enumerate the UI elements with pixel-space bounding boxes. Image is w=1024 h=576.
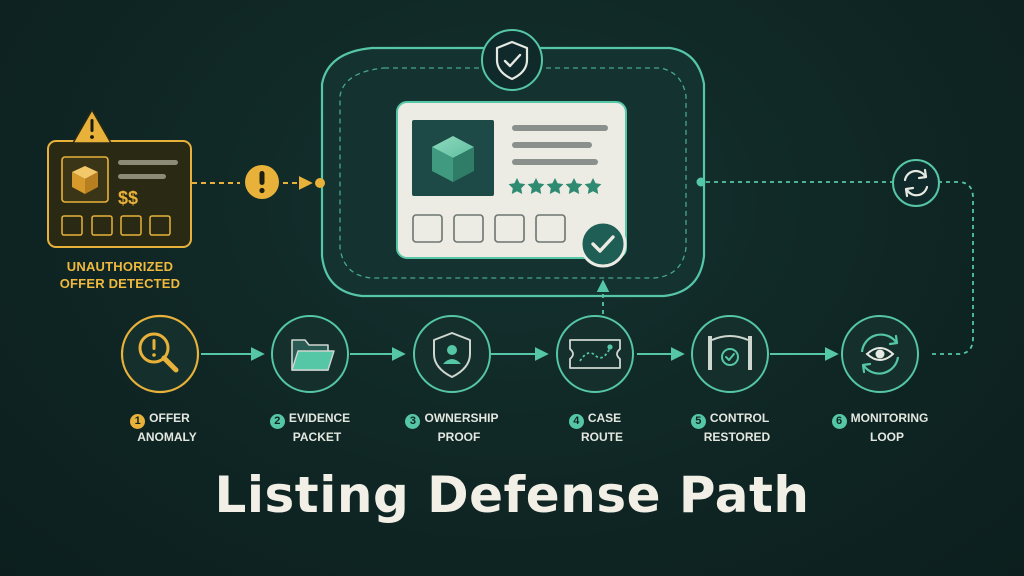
folder-icon <box>291 339 335 371</box>
step-number-badge: 2 <box>269 414 285 429</box>
gate-check-icon <box>708 335 752 370</box>
step-3-circle <box>413 315 491 393</box>
step-label-line1: OFFER <box>149 411 190 425</box>
step-5-circle <box>691 315 769 393</box>
eye-cycle-icon <box>860 333 900 375</box>
exclamation-alert-icon <box>245 165 279 199</box>
unauthorized-offer-card: $$ <box>47 140 192 248</box>
alert-label-line1: UNAUTHORIZED <box>66 259 174 274</box>
page-title: Listing Defense Path <box>214 466 810 524</box>
route-ticket-icon <box>569 339 621 369</box>
step-label-line2: PACKET <box>292 430 342 444</box>
step-label-line1: MONITORING <box>850 411 929 425</box>
step-number-badge: 1 <box>130 414 146 429</box>
step-label-line2: RESTORED <box>703 430 771 444</box>
step-label-line1: OWNERSHIP <box>424 411 499 425</box>
warning-triangle-icon <box>72 109 112 144</box>
unauthorized-offer-label: UNAUTHORIZED OFFER DETECTED <box>40 258 200 292</box>
step-2-circle <box>271 315 349 393</box>
shield-user-icon <box>433 332 471 378</box>
step-4-circle <box>556 315 634 393</box>
step-number-badge: 4 <box>568 414 584 429</box>
shield-check-icon <box>481 29 543 91</box>
magnifier-alert-icon <box>138 332 179 373</box>
step-label-line2: PROOF <box>437 430 481 444</box>
step-label-line2: ROUTE <box>581 430 623 444</box>
step-label-line1: CONTROL <box>709 411 770 425</box>
step-number-badge: 3 <box>405 414 421 429</box>
step-number-badge: 6 <box>831 414 847 429</box>
step-label-line1: CASE <box>587 411 622 425</box>
step-1-circle <box>120 314 200 394</box>
alert-label-line2: OFFER DETECTED <box>59 276 181 291</box>
product-cube-icon <box>72 166 98 194</box>
refresh-cycle-icon <box>892 159 940 207</box>
alert-connector <box>192 176 325 190</box>
verified-check-icon <box>579 220 627 268</box>
step-label-line1: EVIDENCE <box>288 411 351 425</box>
loop-connector <box>596 177 974 355</box>
rating-stars-icon <box>508 178 602 195</box>
step-6-circle <box>841 315 919 393</box>
step-label-line2: ANOMALY <box>137 430 197 444</box>
step-number-badge: 5 <box>690 414 706 429</box>
step-label-line2: LOOP <box>869 430 904 444</box>
listing-card <box>396 101 627 259</box>
product-cube-icon <box>432 136 474 182</box>
price-text: $$ <box>118 188 138 208</box>
